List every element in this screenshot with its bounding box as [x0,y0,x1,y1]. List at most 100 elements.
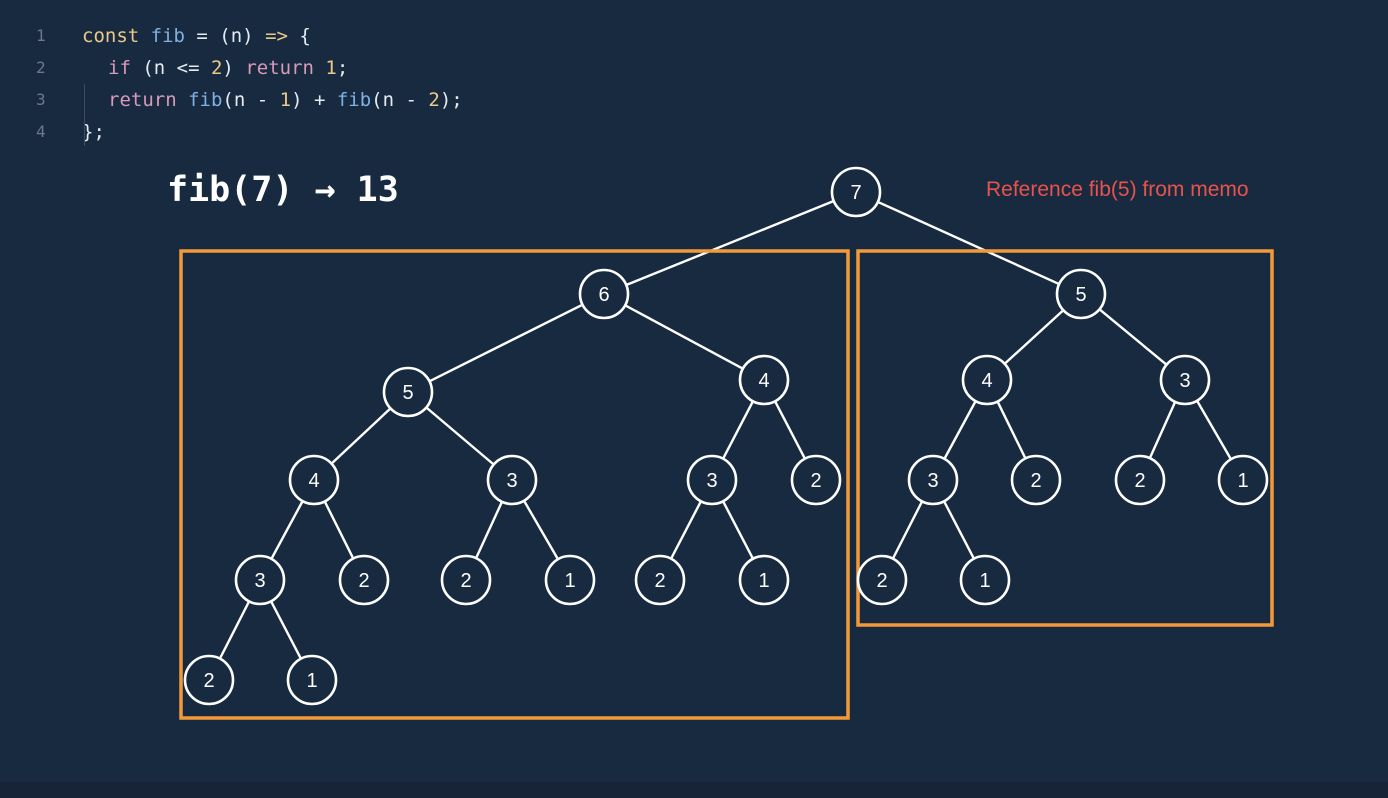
tree-edge [474,501,504,559]
code-token: fib [150,25,185,47]
code-token: (n - [371,89,429,111]
tree-edge [624,304,744,370]
tree-node: 3 [234,554,286,606]
tree-node: 1 [544,554,596,606]
tree-edge [425,406,495,466]
node-circle [961,354,1013,406]
node-circle [738,554,790,606]
node-label: 2 [460,570,471,592]
node-label: 2 [203,670,214,692]
node-circle [1114,454,1166,506]
code-token: ) + [291,89,337,111]
node-label: 1 [758,570,769,592]
node-circle [1159,354,1211,406]
node-label: 3 [506,470,517,492]
node-circle [234,554,286,606]
code-token: { [287,25,311,47]
tree-edge [218,600,251,660]
tree-edge [877,200,1060,286]
node-circle [856,554,908,606]
tree-edge [323,500,355,560]
code-token: const [82,25,140,47]
node-label: 3 [927,470,938,492]
code-token: 1 [279,89,292,111]
tree-edge [330,407,392,465]
node-label: 2 [1030,470,1041,492]
tree-edge [996,401,1027,459]
node-circle [382,366,434,418]
node-circle [1010,454,1062,506]
memo-annotation: Reference fib(5) from memo [986,178,1249,201]
node-label: 5 [402,382,413,404]
node-circle [183,654,235,706]
node-label: 1 [306,670,317,692]
node-label: 4 [981,370,992,392]
tree-edge [523,500,559,560]
code-token: ) [222,57,246,79]
node-label: 2 [810,470,821,492]
code-token: fib [188,89,223,111]
tree-edge [270,500,304,560]
tree-node: 2 [634,554,686,606]
line-number: 4 [36,122,46,141]
tree-node: 6 [578,268,630,320]
node-label: 2 [358,570,369,592]
node-label: 3 [1179,370,1190,392]
code-token: 2 [428,89,440,111]
code-token: 1 [325,57,337,79]
code-text: if (n <= 2) return 1; [108,52,348,84]
tree-node: 4 [738,354,790,406]
tree-edge [943,500,975,560]
tree-node: 2 [338,554,390,606]
tree-node: 1 [286,654,338,706]
node-circle [790,454,842,506]
node-circle [830,166,882,218]
tree-node: 4 [288,454,340,506]
tree-edge [1196,400,1232,460]
node-circle [686,454,738,506]
node-circle [1055,268,1107,320]
tree-node: 3 [907,454,959,506]
node-circle [440,554,492,606]
tree-node: 2 [183,654,235,706]
highlight-boxes [179,249,1274,720]
tree-edge [891,500,924,560]
line-number: 2 [36,58,46,77]
node-label: 3 [254,570,265,592]
node-circle [578,268,630,320]
tree-node: 4 [961,354,1013,406]
tree-edge [670,500,702,560]
right-subtree-box [856,249,1274,627]
node-label: 5 [1075,284,1086,306]
bottom-band [0,782,1388,798]
line-number: 1 [36,26,46,45]
tree-edge [1098,308,1168,366]
tree-edge [428,303,584,383]
node-label: 2 [654,570,665,592]
tree-node: 1 [738,554,790,606]
code-text: }; [82,116,105,148]
tree-node: 3 [1159,354,1211,406]
code-token: fib [336,89,372,111]
node-label: 2 [876,570,887,592]
node-label: 7 [850,182,861,204]
node-label: 1 [1237,470,1248,492]
code-token: (n <= [130,57,211,79]
tree-node: 5 [382,366,434,418]
node-circle [286,654,338,706]
node-label: 4 [758,370,769,392]
code-token: 2 [210,57,223,79]
tree-edges [218,199,1232,660]
node-circle [288,454,340,506]
tree-node: 1 [1217,454,1269,506]
node-circle [634,554,686,606]
node-label: 6 [598,284,609,306]
tree-node: 2 [1114,454,1166,506]
code-token: = (n) [184,25,266,47]
code-token: => [265,25,288,47]
line-number: 3 [36,90,46,109]
node-label: 1 [979,570,990,592]
tree-edge [943,400,977,460]
tree-node: 1 [959,554,1011,606]
